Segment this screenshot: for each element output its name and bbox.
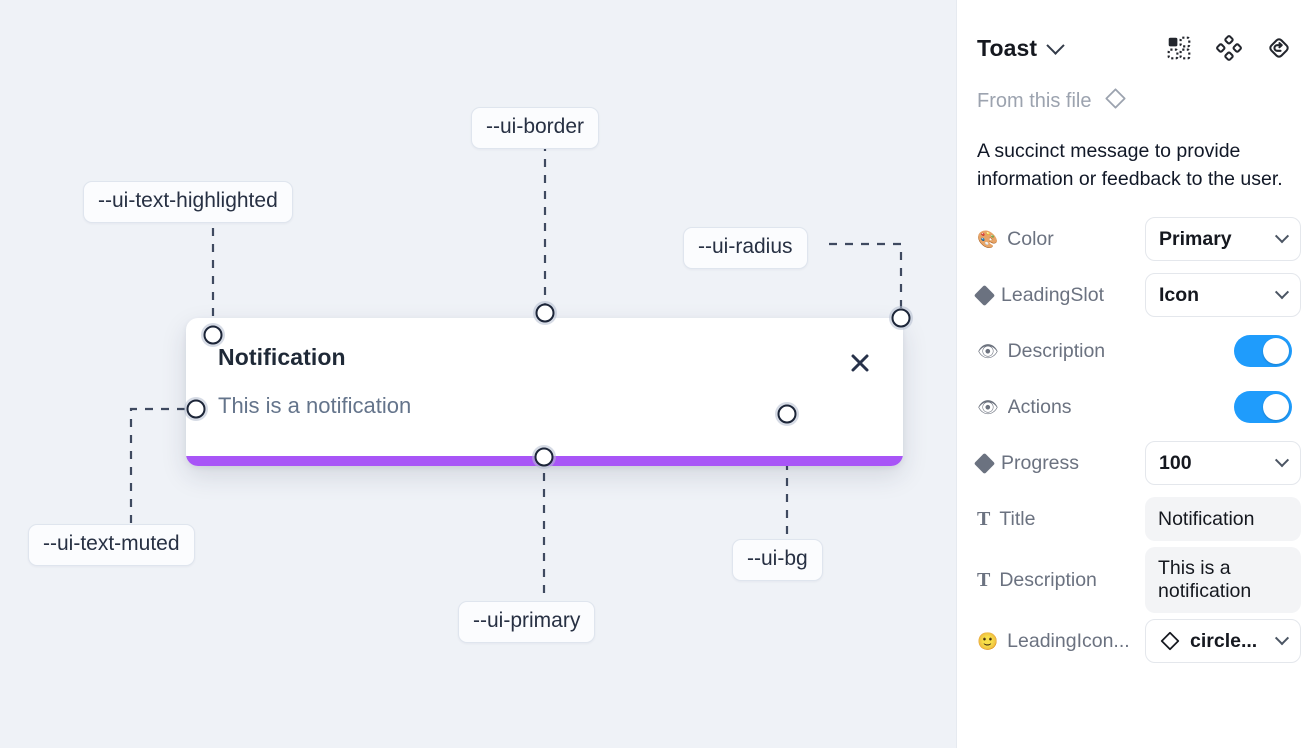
design-canvas[interactable]: Notification This is a notification --ui…: [0, 0, 956, 748]
progress-select[interactable]: 100: [1145, 441, 1301, 486]
annotation-chip-ui-primary[interactable]: --ui-primary: [458, 601, 596, 643]
property-row-actions-toggle: 👁 Actions: [977, 379, 1292, 435]
property-control-title: Notification: [1145, 497, 1301, 542]
diamond-outline-icon: [1159, 630, 1181, 652]
property-row-description-text: T Description This is a notification: [977, 547, 1301, 614]
properties-panel: Toast: [956, 0, 1312, 748]
property-label-leadingslot: LeadingSlot: [973, 284, 1145, 307]
actions-toggle[interactable]: [1234, 391, 1292, 424]
diamond-outline-icon: [1103, 86, 1128, 116]
property-control-color: Primary: [1145, 217, 1301, 262]
property-label-actions-toggle: 👁 Actions: [977, 395, 1072, 418]
property-label-leadingicon: 🙂 LeadingIcon...: [977, 629, 1130, 652]
property-control-progress: 100: [1145, 441, 1301, 486]
chevron-down-icon: [1274, 631, 1290, 646]
property-row-title: T Title Notification: [977, 491, 1301, 547]
reset-instance-icon[interactable]: [1266, 35, 1292, 61]
close-x-icon[interactable]: [845, 348, 875, 378]
leadingslot-select[interactable]: Icon: [1145, 273, 1301, 318]
property-row-color: 🎨 Color Primary: [977, 211, 1301, 267]
from-this-file-label: From this file: [977, 89, 1092, 112]
header-icon-group: [1166, 35, 1292, 61]
text-t-icon: T: [977, 568, 991, 591]
chevron-down-icon: [1274, 453, 1290, 468]
property-label-color: 🎨 Color: [977, 227, 1054, 250]
annotation-chip-ui-text-muted[interactable]: --ui-text-muted: [28, 524, 195, 566]
property-row-leadingslot: LeadingSlot Icon: [973, 267, 1301, 323]
panel-header: Toast: [977, 0, 1292, 66]
component-set-icon[interactable]: [1166, 35, 1192, 61]
description-input[interactable]: This is a notification: [1145, 547, 1301, 614]
toast-description: This is a notification: [218, 393, 412, 418]
property-row-description-toggle: 👁 Description: [977, 323, 1292, 379]
property-label-progress: Progress: [973, 452, 1145, 475]
toast-component[interactable]: Notification This is a notification: [186, 318, 903, 466]
handle-dot-radius[interactable]: [891, 308, 911, 328]
handle-dot-text-highlighted[interactable]: [203, 325, 223, 345]
property-control-description-text: This is a notification: [1145, 547, 1301, 614]
handle-dot-border[interactable]: [535, 303, 555, 323]
annotation-chip-ui-bg[interactable]: --ui-bg: [732, 539, 823, 581]
annotation-chip-ui-text-highlighted[interactable]: --ui-text-highlighted: [83, 181, 293, 223]
text-t-icon: T: [977, 507, 991, 530]
toast-title: Notification: [218, 344, 346, 370]
eye-emoji: 👁: [977, 397, 999, 417]
diamond-icon: [973, 452, 996, 474]
chevron-down-icon: [1274, 229, 1290, 244]
property-label-title: T Title: [977, 507, 1036, 530]
component-description: A succinct message to provide informatio…: [977, 140, 1283, 190]
handle-dot-text-muted[interactable]: [186, 399, 206, 419]
chevron-down-icon[interactable]: [1046, 35, 1069, 55]
property-label-description-text: T Description: [977, 568, 1097, 591]
property-control-description-toggle: [1234, 335, 1292, 368]
annotation-chip-ui-border[interactable]: --ui-border: [471, 107, 600, 149]
panel-title: Toast: [977, 34, 1038, 61]
handle-dot-primary[interactable]: [534, 447, 554, 467]
chevron-down-icon: [1274, 285, 1290, 300]
variants-diamond-icon[interactable]: [1216, 35, 1242, 61]
handle-dot-bg[interactable]: [777, 404, 797, 424]
property-label-description-toggle: 👁 Description: [977, 339, 1106, 362]
property-row-leadingicon: 🙂 LeadingIcon... circle...: [977, 613, 1301, 669]
property-list: 🎨 Color Primary LeadingSlot I: [973, 211, 1301, 669]
property-control-leadingslot: Icon: [1145, 273, 1301, 318]
description-toggle[interactable]: [1234, 335, 1292, 368]
diamond-icon: [973, 284, 996, 306]
from-this-file-row[interactable]: From this file: [977, 86, 1292, 116]
palette-emoji: 🎨: [977, 229, 999, 249]
title-input[interactable]: Notification: [1145, 497, 1301, 542]
property-row-progress: Progress 100: [973, 435, 1301, 491]
color-select[interactable]: Primary: [1145, 217, 1301, 262]
property-control-actions-toggle: [1234, 391, 1292, 424]
leadingicon-select[interactable]: circle...: [1145, 619, 1301, 664]
eye-emoji: 👁: [977, 341, 999, 361]
property-control-leadingicon: circle...: [1145, 619, 1301, 664]
smiley-emoji: 🙂: [977, 631, 999, 651]
annotation-chip-ui-radius[interactable]: --ui-radius: [683, 227, 808, 269]
